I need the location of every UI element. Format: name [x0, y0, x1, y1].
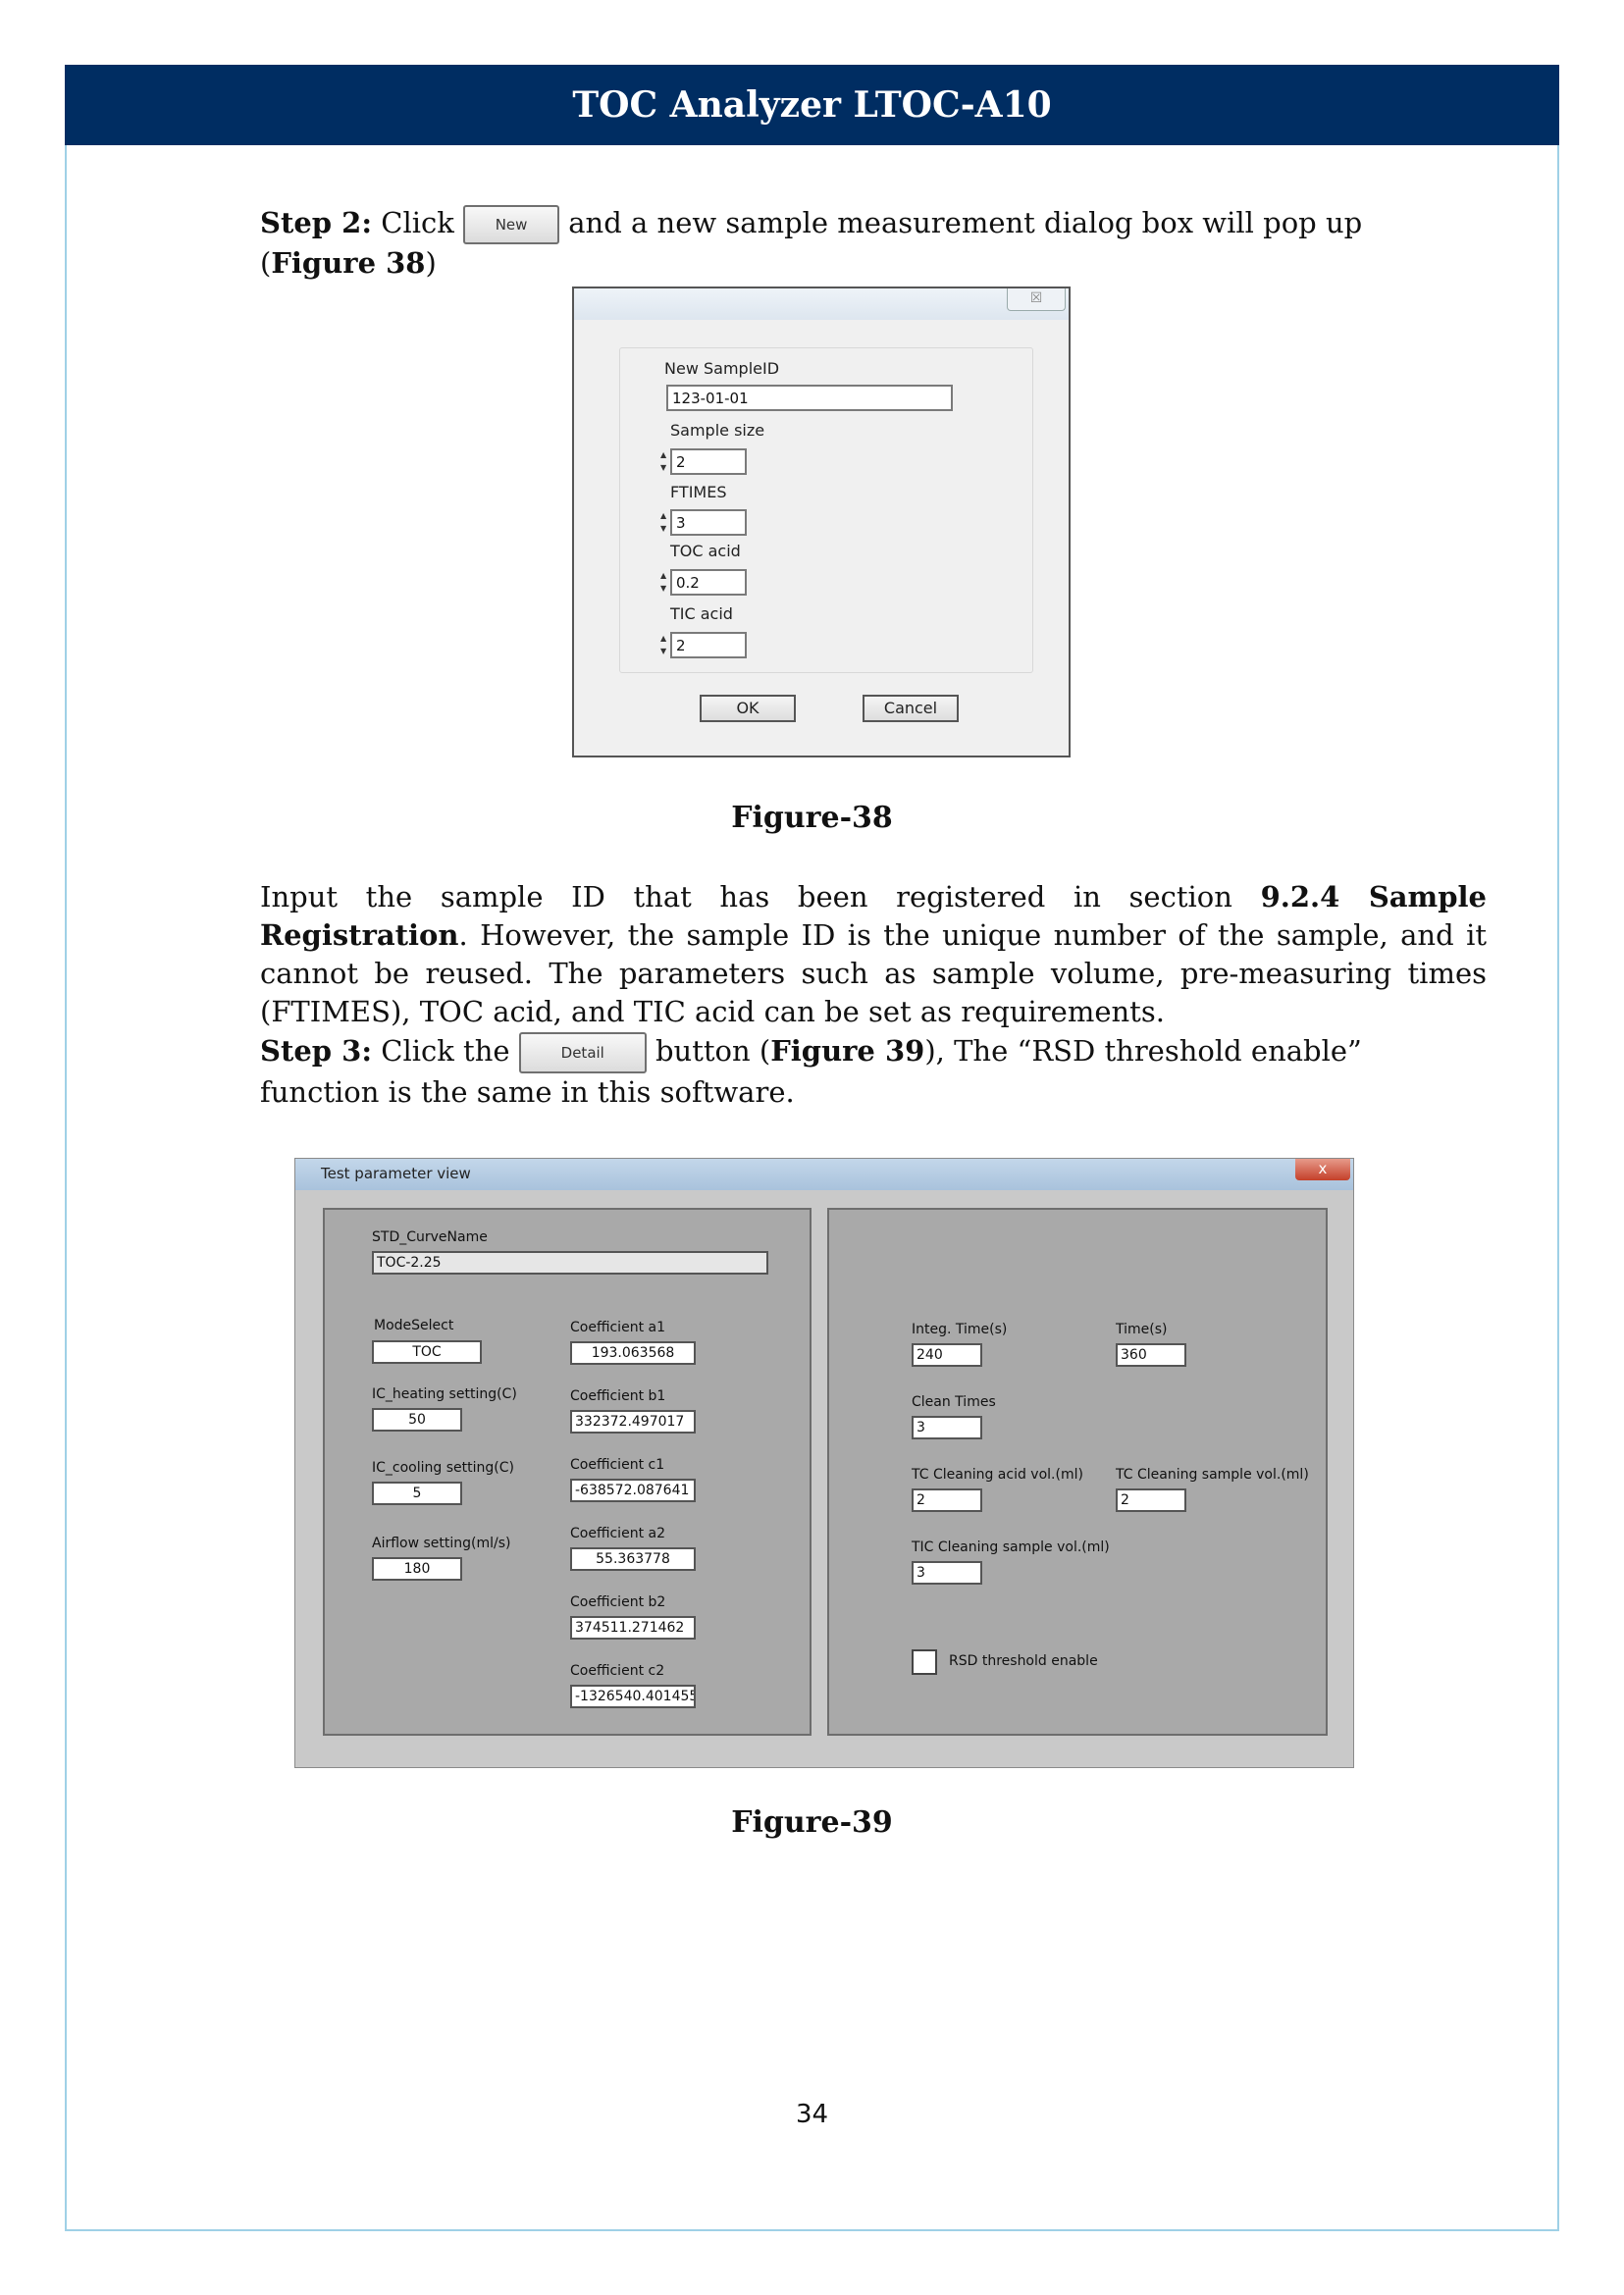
sample-size-input[interactable]: 2	[670, 448, 747, 475]
tc-cleaning-sample-label: TC Cleaning sample vol.(ml)	[1116, 1467, 1309, 1483]
coefficient-a1-label: Coefficient a1	[570, 1320, 665, 1335]
step2-label: Step 2:	[260, 206, 373, 239]
rsd-threshold-checkbox[interactable]	[912, 1649, 937, 1675]
toc-acid-spinner-icon[interactable]: ▲▼	[660, 571, 667, 593]
tic-cleaning-sample-input[interactable]: 3	[912, 1561, 982, 1585]
tic-acid-input[interactable]: 2	[670, 632, 747, 658]
coefficient-b1-input[interactable]: 332372.497017	[570, 1410, 696, 1434]
coefficient-c2-input[interactable]: -1326540.401455	[570, 1685, 696, 1708]
time-label: Time(s)	[1116, 1322, 1168, 1337]
rsd-threshold-label: RSD threshold enable	[949, 1653, 1098, 1669]
detail-button-image: Detail	[518, 1032, 647, 1073]
ic-cooling-label: IC_cooling setting(C)	[372, 1460, 514, 1476]
step2-line: Step 2: Click New and a new sample measu…	[260, 204, 1487, 283]
tc-cleaning-acid-input[interactable]: 2	[912, 1488, 982, 1512]
step3-label: Step 3:	[260, 1034, 373, 1068]
header-title: TOC Analyzer LTOC-A10	[572, 84, 1052, 126]
toc-acid-label: TOC acid	[670, 542, 741, 560]
sample-id-label: New SampleID	[664, 359, 780, 378]
step3-figure-ref: Figure 39	[770, 1034, 925, 1068]
airflow-label: Airflow setting(ml/s)	[372, 1536, 511, 1551]
toc-acid-input[interactable]: 0.2	[670, 569, 747, 596]
sample-id-input[interactable]: 123-01-01	[666, 385, 953, 411]
airflow-input[interactable]: 180	[372, 1557, 462, 1581]
integ-time-label: Integ. Time(s)	[912, 1322, 1008, 1337]
dialog-group-box	[619, 347, 1033, 673]
mode-select-label: ModeSelect	[374, 1318, 454, 1333]
sample-size-spinner-icon[interactable]: ▲▼	[660, 450, 667, 472]
step2-click: Click	[381, 206, 454, 239]
coefficient-b1-label: Coefficient b1	[570, 1388, 666, 1404]
coefficient-a2-input[interactable]: 55.363778	[570, 1547, 696, 1571]
coefficient-a2-label: Coefficient a2	[570, 1526, 665, 1541]
coefficient-c2-label: Coefficient c2	[570, 1663, 665, 1679]
step2-text: and a new sample measurement dialog box …	[260, 206, 1363, 280]
integ-time-input[interactable]: 240	[912, 1343, 982, 1367]
ic-cooling-input[interactable]: 5	[372, 1482, 462, 1505]
step3-text1: button (	[655, 1034, 771, 1068]
ic-heating-input[interactable]: 50	[372, 1408, 462, 1432]
test-parameter-window: Test parameter view x STD_CurveName TOC-…	[294, 1158, 1354, 1768]
new-sample-dialog: ☒ New SampleID 123-01-01 Sample size ▲▼ …	[572, 287, 1071, 757]
close-icon[interactable]: x	[1295, 1159, 1350, 1180]
new-button-image: New	[463, 205, 560, 244]
tic-acid-spinner-icon[interactable]: ▲▼	[660, 634, 667, 655]
sample-size-label: Sample size	[670, 421, 765, 440]
time-input[interactable]: 360	[1116, 1343, 1186, 1367]
page-header: TOC Analyzer LTOC-A10	[65, 65, 1559, 145]
ftimes-input[interactable]: 3	[670, 509, 747, 536]
coefficient-c1-label: Coefficient c1	[570, 1457, 665, 1473]
clean-times-label: Clean Times	[912, 1394, 996, 1410]
ok-button[interactable]: OK	[700, 695, 796, 722]
window-titlebar	[295, 1159, 1353, 1190]
left-panel: STD_CurveName TOC-2.25 ModeSelect TOC IC…	[323, 1208, 812, 1736]
step2-figure-ref: Figure 38	[271, 246, 426, 280]
coefficient-b2-input[interactable]: 374511.271462	[570, 1616, 696, 1640]
coefficient-c1-input[interactable]: -638572.087641	[570, 1479, 696, 1502]
tic-acid-label: TIC acid	[670, 604, 733, 623]
tc-cleaning-acid-label: TC Cleaning acid vol.(ml)	[912, 1467, 1083, 1483]
step3-text2: ), The “RSD threshold enable” function i…	[260, 1034, 1362, 1109]
cancel-button[interactable]: Cancel	[863, 695, 959, 722]
coefficient-b2-label: Coefficient b2	[570, 1594, 666, 1610]
clean-times-input[interactable]: 3	[912, 1416, 982, 1439]
instruction-paragraph: Input the sample ID that has been regist…	[260, 878, 1487, 1031]
curve-name-label: STD_CurveName	[372, 1229, 488, 1245]
right-panel: Integ. Time(s) 240 Time(s) 360 Clean Tim…	[827, 1208, 1328, 1736]
step3-line: Step 3: Click the Detail button (Figure …	[260, 1032, 1487, 1112]
paragraph-section-ref: 9.2.4 Sample Registration	[260, 880, 1487, 952]
close-icon[interactable]: ☒	[1007, 288, 1066, 311]
ftimes-label: FTIMES	[670, 483, 727, 501]
figure39-caption: Figure-39	[731, 1805, 893, 1840]
tic-cleaning-sample-label: TIC Cleaning sample vol.(ml)	[912, 1539, 1110, 1555]
curve-name-input[interactable]: TOC-2.25	[372, 1251, 768, 1275]
coefficient-a1-input[interactable]: 193.063568	[570, 1341, 696, 1365]
page-number: 34	[795, 2100, 829, 2129]
window-title: Test parameter view	[321, 1165, 471, 1182]
step3-click: Click the	[381, 1034, 510, 1068]
ic-heating-label: IC_heating setting(C)	[372, 1386, 517, 1402]
paragraph-part2: . However, the sample ID is the unique n…	[260, 918, 1487, 1028]
figure38-caption: Figure-38	[731, 801, 893, 835]
paragraph-part1: Input the sample ID that has been regist…	[260, 880, 1261, 913]
ftimes-spinner-icon[interactable]: ▲▼	[660, 511, 667, 533]
mode-select-input[interactable]: TOC	[372, 1340, 482, 1364]
tc-cleaning-sample-input[interactable]: 2	[1116, 1488, 1186, 1512]
step2-close-paren: )	[425, 246, 437, 280]
dialog-titlebar	[574, 288, 1069, 320]
